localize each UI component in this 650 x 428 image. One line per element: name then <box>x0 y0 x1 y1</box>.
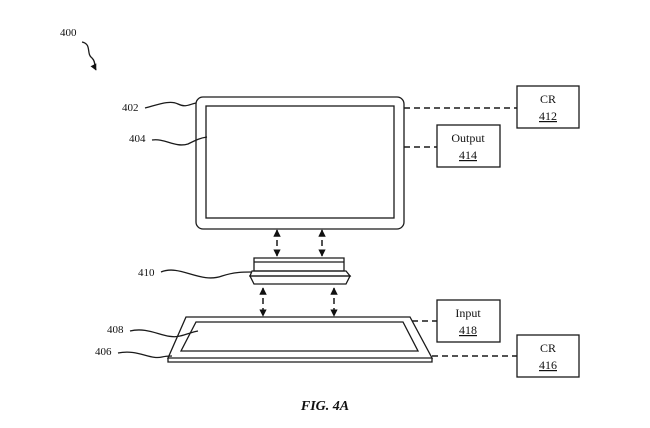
cr-416-title: CR <box>540 341 556 355</box>
figure-caption: FIG. 4A <box>300 399 349 414</box>
ref-label-406: 406 <box>95 346 112 358</box>
tablet-device-outer <box>167 316 434 359</box>
ref-label-410: 410 <box>138 267 155 279</box>
leader-406 <box>117 351 173 359</box>
ref-label-404: 404 <box>129 133 146 145</box>
tablet-base-edge <box>167 358 433 363</box>
leader-408 <box>129 329 199 338</box>
output-414-ref: 414 <box>459 148 477 162</box>
display-device-outer <box>195 96 405 230</box>
output-box-414: Output 414 <box>436 124 501 168</box>
ref-label-402: 402 <box>122 102 139 114</box>
leader-402 <box>144 101 197 109</box>
cr-box-412: CR 412 <box>516 85 580 129</box>
leader-410 <box>160 269 252 279</box>
ref-label-408: 408 <box>107 324 124 336</box>
input-box-418: Input 418 <box>436 299 501 343</box>
figure-number-leader <box>81 41 97 71</box>
tablet-surface <box>179 321 420 352</box>
input-418-ref: 418 <box>459 323 477 337</box>
connector-410 <box>248 257 352 285</box>
input-418-title: Input <box>455 306 481 320</box>
display-screen <box>205 105 395 219</box>
leader-404 <box>151 136 208 146</box>
figure-number-label: 400 <box>60 27 77 39</box>
output-414-title: Output <box>451 131 485 145</box>
cr-416-ref: 416 <box>539 358 557 372</box>
cr-box-416: CR 416 <box>516 334 580 378</box>
cr-412-title: CR <box>540 92 556 106</box>
cr-412-ref: 412 <box>539 109 557 123</box>
